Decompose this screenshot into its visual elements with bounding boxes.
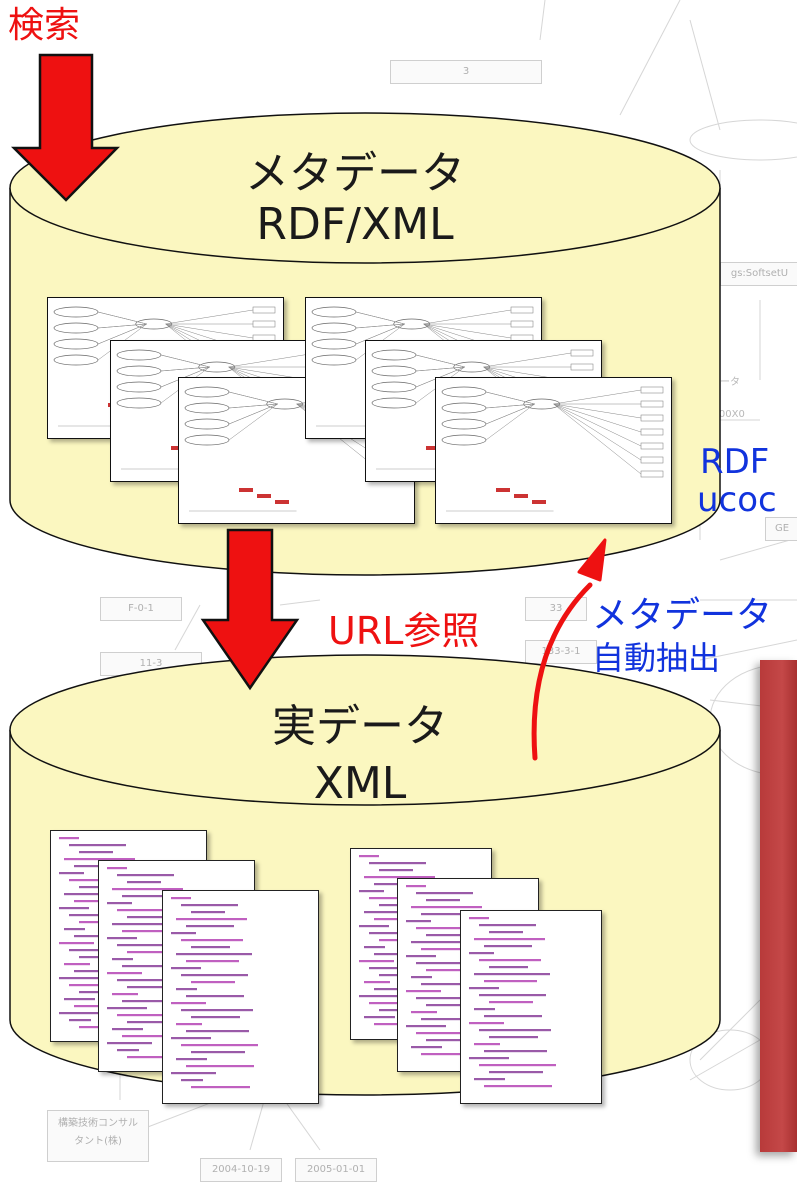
real-data-db-title: 実データ: [272, 701, 448, 752]
background-company-line1: 構築技術コンサル: [58, 1118, 138, 1129]
metadata-db-title: メタデータ: [245, 148, 465, 199]
background-box-113: 11-3: [100, 652, 202, 676]
rdf-note-label: RDF: [700, 442, 770, 482]
background-date2: 2005-01-01: [295, 1158, 377, 1182]
url-reference-label: URL参照: [328, 609, 480, 653]
background-box-33: 33: [525, 597, 587, 621]
real-data-db-format: XML: [313, 758, 407, 809]
metadata-extraction-label: メタデータ: [592, 595, 773, 636]
background-box-gt: GE: [765, 517, 797, 541]
background-date1: 2004-10-19: [200, 1158, 282, 1182]
search-label: 検索: [8, 5, 81, 46]
xml-document-thumbnail: [162, 890, 319, 1104]
background-box-1331: 133-3-1: [525, 640, 597, 664]
red-side-panel: [760, 660, 797, 1152]
background-company-box: 構築技術コンサル タント(株): [47, 1110, 149, 1162]
ucoc-note-label: ucoc: [697, 480, 777, 520]
rdf-graph-thumbnail: [435, 377, 672, 524]
automatic-extraction-label: 自動抽出: [592, 639, 721, 677]
background-node-side: 表データ: [700, 377, 740, 388]
background-node-label: gs:SoftsetU: [720, 262, 797, 286]
background-box-f01: F-0-1: [100, 597, 182, 621]
background-company-line2: タント(株): [74, 1136, 122, 1147]
xml-document-thumbnail: [460, 910, 602, 1104]
background-node-id: H000X0: [705, 409, 745, 420]
background-box-top: 3: [390, 60, 542, 84]
metadata-db-format: RDF/XML: [256, 199, 454, 250]
